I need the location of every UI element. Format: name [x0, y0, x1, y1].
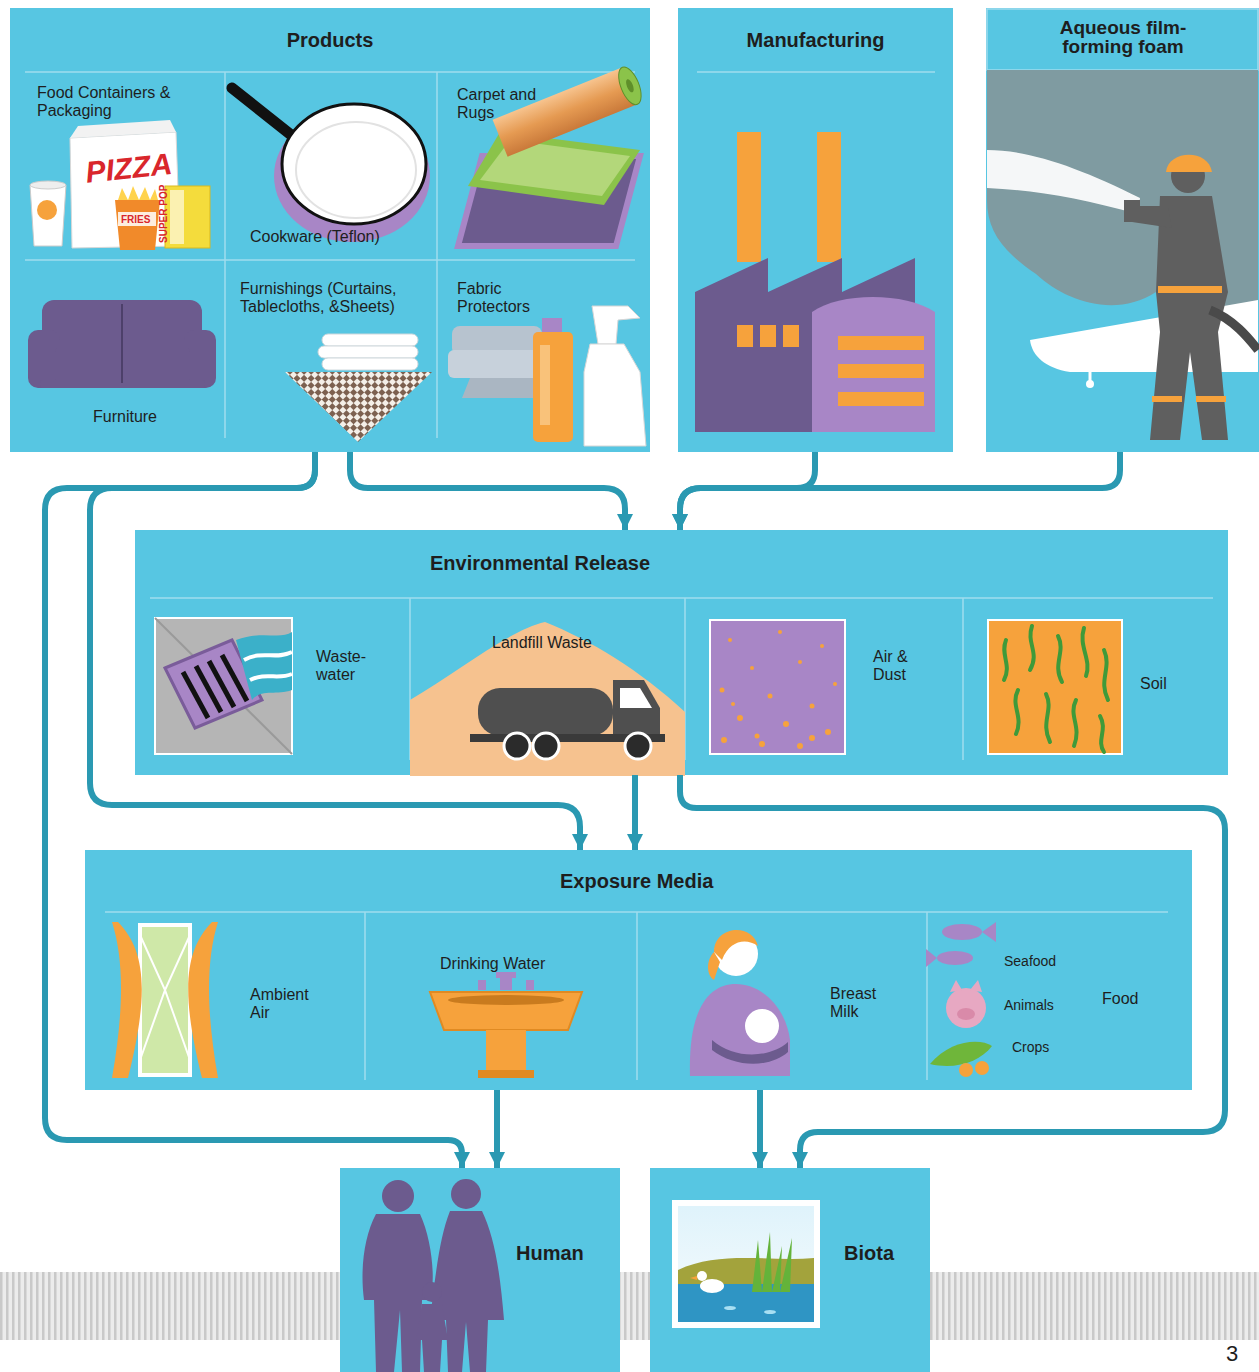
node-label: Environmental Release: [430, 552, 700, 575]
node-label: Products: [10, 29, 650, 52]
package-print: FRIES: [121, 214, 150, 225]
node-label: Human: [516, 1242, 606, 1265]
node-label: Food: [1102, 990, 1162, 1008]
category-cell: Drinking Water: [365, 912, 637, 1080]
node-label: Furnishings (Curtains, Tablecloths, &She…: [240, 280, 430, 317]
category-cell: Furniture: [25, 260, 225, 440]
flow-arrow: [680, 452, 815, 530]
category-cell: Ambient Air: [105, 912, 365, 1080]
flow-arrow: [680, 452, 1120, 530]
node-label: Manufacturing: [678, 29, 953, 52]
flow-arrow: [350, 452, 625, 530]
package-print: SUPER POP: [158, 185, 169, 243]
node-label: Exposure Media: [560, 870, 760, 893]
node-label: Cookware (Teflon): [250, 228, 430, 246]
category-cell: Breast Milk: [637, 912, 927, 1080]
striped-footer: [0, 1272, 1259, 1340]
node-label: Breast Milk: [830, 985, 890, 1022]
food-label: Seafood: [1004, 954, 1056, 969]
receptor-box: Biota: [650, 1168, 930, 1372]
category-cell: Carpet and Rugs: [437, 75, 637, 260]
food-label: Animals: [1004, 998, 1054, 1013]
panel-box: Environmental ReleaseWaste-water Landfill…: [135, 530, 1228, 775]
node-label: Furniture: [70, 408, 180, 426]
flow-arrow: [632, 775, 638, 850]
category-cell: Air & Dust: [685, 600, 963, 760]
node-label: Aqueous film-forming foam: [1030, 18, 1216, 56]
food-label: Crops: [1012, 1040, 1049, 1055]
panel-box: Aqueous film-forming foam: [986, 8, 1259, 452]
page-number: 3: [1226, 1342, 1238, 1366]
flow-arrow: [494, 1090, 500, 1168]
node-label: Landfill Waste: [492, 634, 652, 652]
node-label: Soil: [1140, 675, 1200, 693]
receptor-box: Human: [340, 1168, 620, 1372]
flow-arrow: [757, 1090, 763, 1168]
node-label: Drinking Water: [440, 955, 580, 973]
category-cell: Waste-water: [150, 600, 410, 760]
node-label: Biota: [844, 1242, 924, 1265]
node-label: Air & Dust: [873, 648, 933, 685]
node-label: Waste-water: [316, 648, 378, 685]
node-label: Fabric Protectors: [457, 280, 557, 317]
category-cell: Landfill Waste: [410, 600, 685, 760]
category-cell: Fabric Protectors: [437, 260, 637, 440]
category-cell: Furnishings (Curtains, Tablecloths, &She…: [225, 260, 437, 440]
node-label: Ambient Air: [250, 986, 320, 1023]
node-label: Carpet and Rugs: [457, 86, 557, 123]
category-cell: Cookware (Teflon): [225, 75, 437, 260]
panel-box: ProductsFood Containers & PackagingCookw…: [10, 8, 650, 452]
node-label: Food Containers & Packaging: [37, 84, 187, 121]
category-cell: Soil: [963, 600, 1213, 760]
panel-box: Manufacturing: [678, 8, 953, 452]
